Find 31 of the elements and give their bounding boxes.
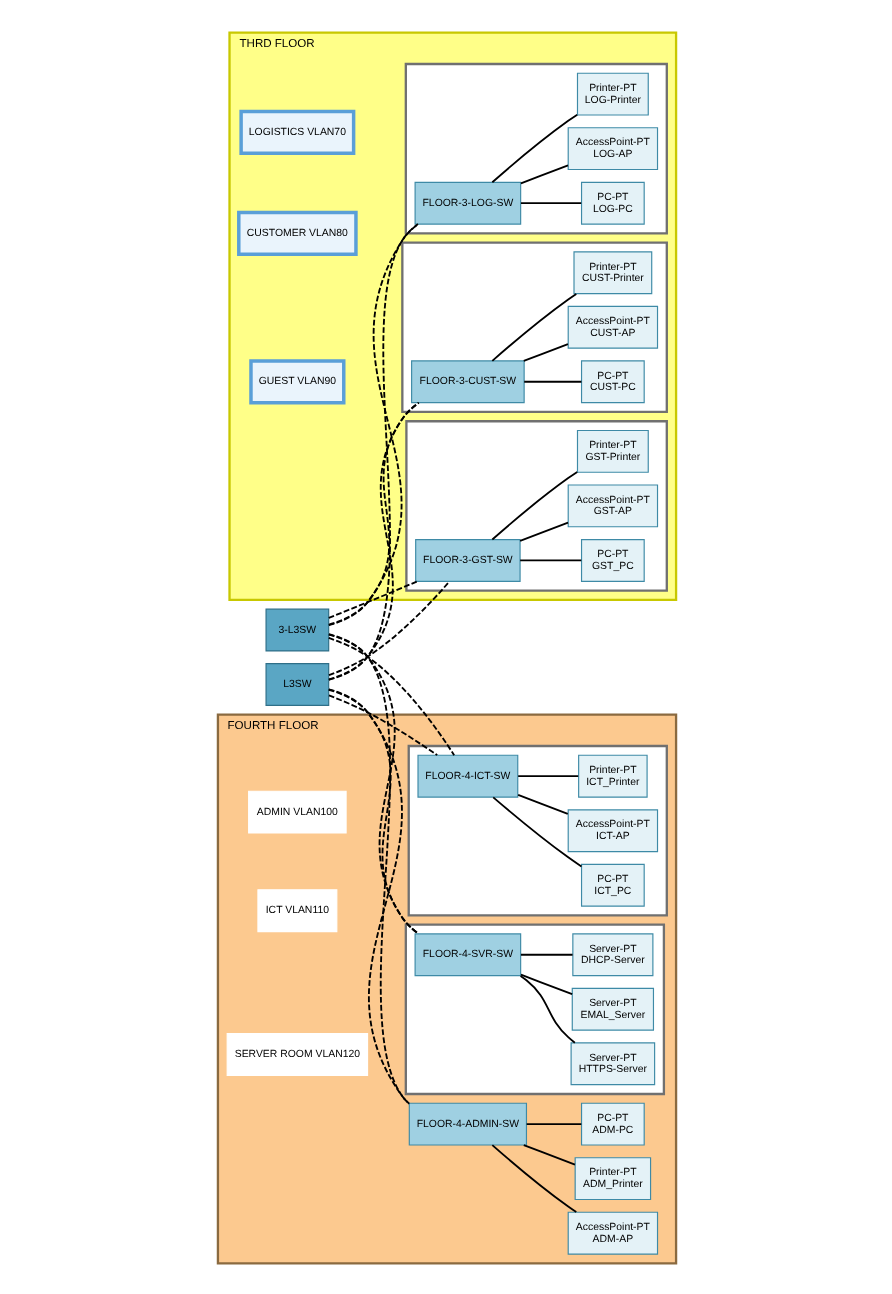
cluster: [403, 61, 667, 234]
connector: [521, 1143, 575, 1165]
connector: [326, 579, 418, 618]
connector: [326, 636, 455, 756]
connector: [326, 687, 419, 934]
connector: [326, 632, 419, 934]
connector: [521, 342, 568, 361]
connector: [518, 558, 582, 561]
connector: [522, 379, 582, 382]
connector: [327, 400, 419, 625]
connector: [518, 974, 575, 1043]
connector: [491, 795, 582, 867]
connector: [519, 952, 573, 955]
connector: [490, 1143, 577, 1212]
connector: [516, 774, 579, 777]
connector: [490, 291, 577, 361]
connector: [519, 972, 573, 995]
connector: [490, 112, 578, 183]
cluster: [403, 922, 665, 1095]
cluster: [400, 240, 667, 413]
connector: [524, 1122, 582, 1125]
connector: [516, 793, 568, 814]
connector: [519, 163, 568, 184]
connector: [327, 579, 450, 676]
connector: [518, 520, 568, 541]
connector: [490, 470, 578, 540]
cluster: [406, 743, 667, 916]
connector: [327, 693, 438, 756]
cluster: [404, 419, 667, 591]
connector: [519, 201, 582, 204]
connector: [326, 400, 419, 680]
